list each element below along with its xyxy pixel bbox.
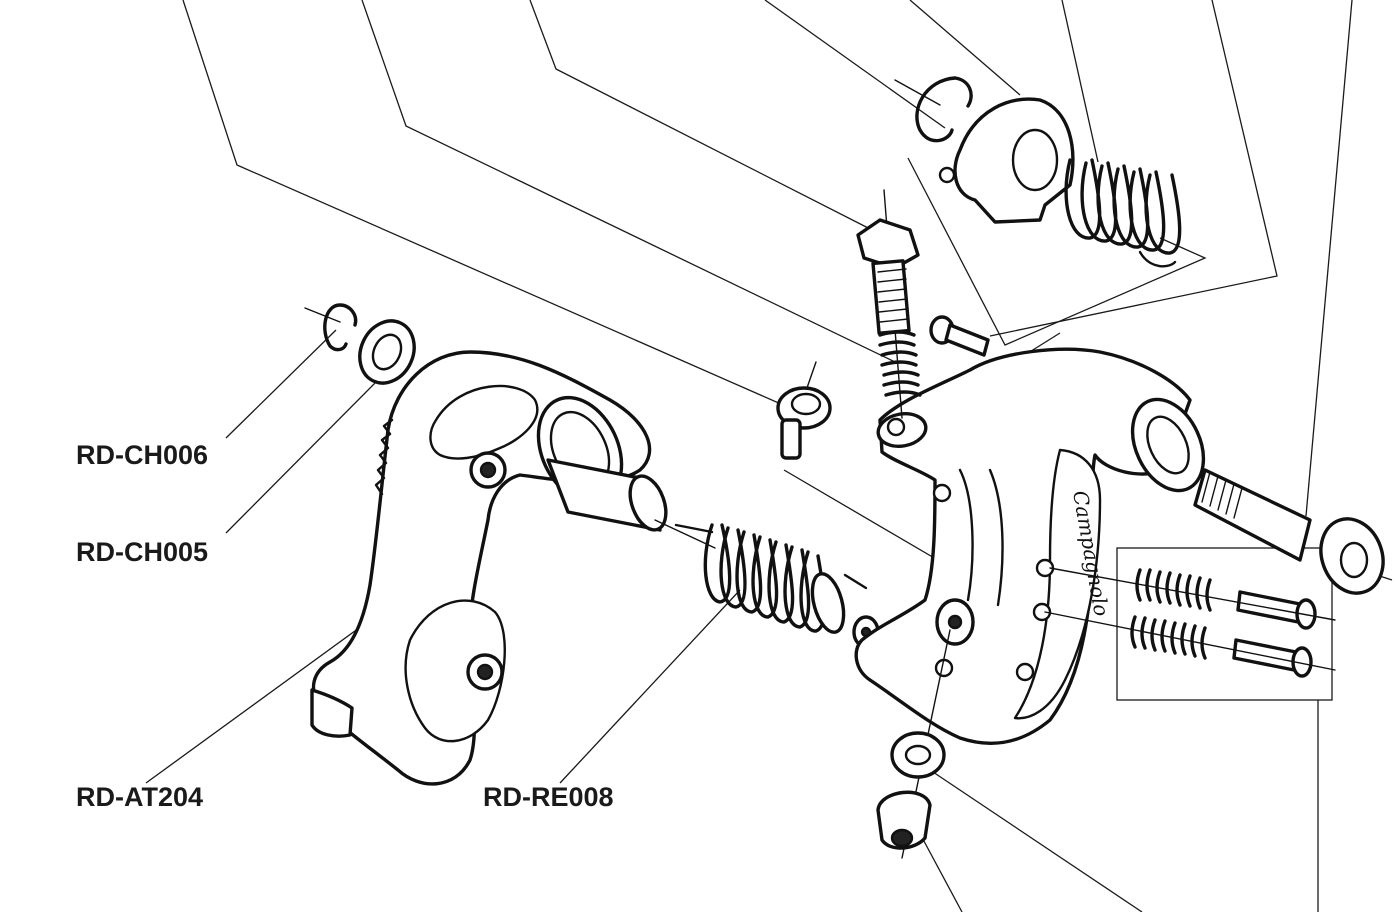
- leader-line-6: [1061, 0, 1099, 163]
- body-lower-hole: [947, 614, 963, 630]
- bottom-parts: [876, 629, 951, 859]
- mount-bolt-thread-lines: [1201, 471, 1243, 519]
- limit-axis-2: [1044, 611, 1336, 671]
- leader-line-10: [929, 769, 1143, 912]
- bottom-cap: [876, 790, 932, 850]
- circlip-and-washer: [304, 303, 416, 385]
- body-main: [854, 347, 1192, 746]
- cage-serration: [374, 418, 394, 496]
- cage-axle-end: [628, 474, 668, 532]
- leader-line-ch006: [225, 329, 337, 439]
- leader-line-8: [1305, 0, 1353, 517]
- bottom-cap-end: [890, 828, 914, 848]
- cable-adjuster: [856, 189, 922, 419]
- cage-tab: [310, 688, 354, 738]
- limit-screw-2: [1232, 638, 1298, 672]
- spring-tail-re008-b: [674, 523, 714, 534]
- mount-bolt-socket: [1339, 541, 1369, 579]
- upper-cage-cutout: [429, 384, 539, 460]
- upper-pivot-bolt-center: [479, 461, 497, 479]
- adjuster-thread-lines: [877, 268, 909, 323]
- spring-tail-re008: [843, 573, 868, 590]
- spring-coils-re008: [703, 523, 827, 633]
- cage-return-spring-re008: [674, 523, 868, 634]
- part-label-ch005: RD-CH005: [76, 537, 209, 567]
- lower-pivot-bolt-center: [476, 663, 494, 681]
- limit-axis-1: [1049, 567, 1336, 621]
- body-top-hole: [886, 417, 906, 437]
- small-screw-shank: [944, 323, 990, 357]
- pivot-bolt-shank: [780, 418, 802, 460]
- washer-ch005-hole: [371, 333, 403, 371]
- top-housing-bore: [1011, 128, 1059, 192]
- limit-screws: [1044, 567, 1336, 678]
- pivot-bolt-face: [790, 392, 822, 416]
- leader-line-11: [917, 829, 963, 912]
- leader-line-7: [989, 0, 1278, 337]
- adjuster-spring: [878, 330, 922, 397]
- body-rivet-1: [932, 483, 952, 503]
- part-label-at204: RD-AT204: [76, 782, 204, 812]
- mounting-bolt: [1193, 468, 1385, 595]
- top-circlip: [915, 76, 973, 143]
- limit-screw-box: [1116, 547, 1333, 701]
- body-mount-hole: [1146, 415, 1190, 475]
- cage-assembly: [310, 350, 652, 786]
- lower-cage-cutout: [404, 599, 506, 743]
- spring-end-re008: [810, 572, 846, 634]
- leader-line-4: [764, 0, 946, 129]
- bottom-washer-hole: [904, 744, 932, 766]
- pivot-bolt: [776, 361, 832, 460]
- leader-line-re008: [559, 589, 741, 784]
- top-circlip-axis: [894, 79, 941, 106]
- cage-axle-rod: [654, 519, 716, 549]
- leader-line-1: [182, 0, 791, 409]
- derailleur-body: Campagnolo: [854, 347, 1206, 746]
- top-spring-assembly: [894, 76, 1182, 268]
- limit-spring-2: [1130, 615, 1207, 660]
- body-rivet-4: [1015, 662, 1035, 682]
- leader-lines: [145, 0, 1393, 912]
- adjuster-head: [856, 218, 920, 270]
- cage-axle: [546, 458, 716, 549]
- circlip-ch006: [323, 303, 358, 352]
- part-label-ch006: RD-CH006: [76, 440, 209, 470]
- limit-screw-1: [1236, 590, 1302, 624]
- leader-line-ch005: [225, 377, 381, 534]
- leader-line-2: [361, 0, 896, 363]
- body-rivet-3: [1032, 602, 1052, 622]
- top-housing-hole: [938, 166, 956, 184]
- leader-line-5: [909, 0, 1021, 96]
- mount-bolt-thread: [1193, 468, 1312, 562]
- part-label-re008: RD-RE008: [483, 782, 614, 812]
- leader-line-at204: [145, 619, 371, 784]
- body-recess: [958, 468, 1004, 607]
- leader-line-triangle: [907, 157, 1207, 346]
- top-spring-tail: [1138, 250, 1177, 268]
- circlip-axis: [304, 307, 341, 323]
- small-body-screw: [929, 315, 990, 357]
- top-spring-coils: [1064, 158, 1182, 255]
- body-rivet-5: [934, 658, 954, 678]
- logo-plate: [1013, 448, 1102, 720]
- leader-line-3: [529, 0, 879, 234]
